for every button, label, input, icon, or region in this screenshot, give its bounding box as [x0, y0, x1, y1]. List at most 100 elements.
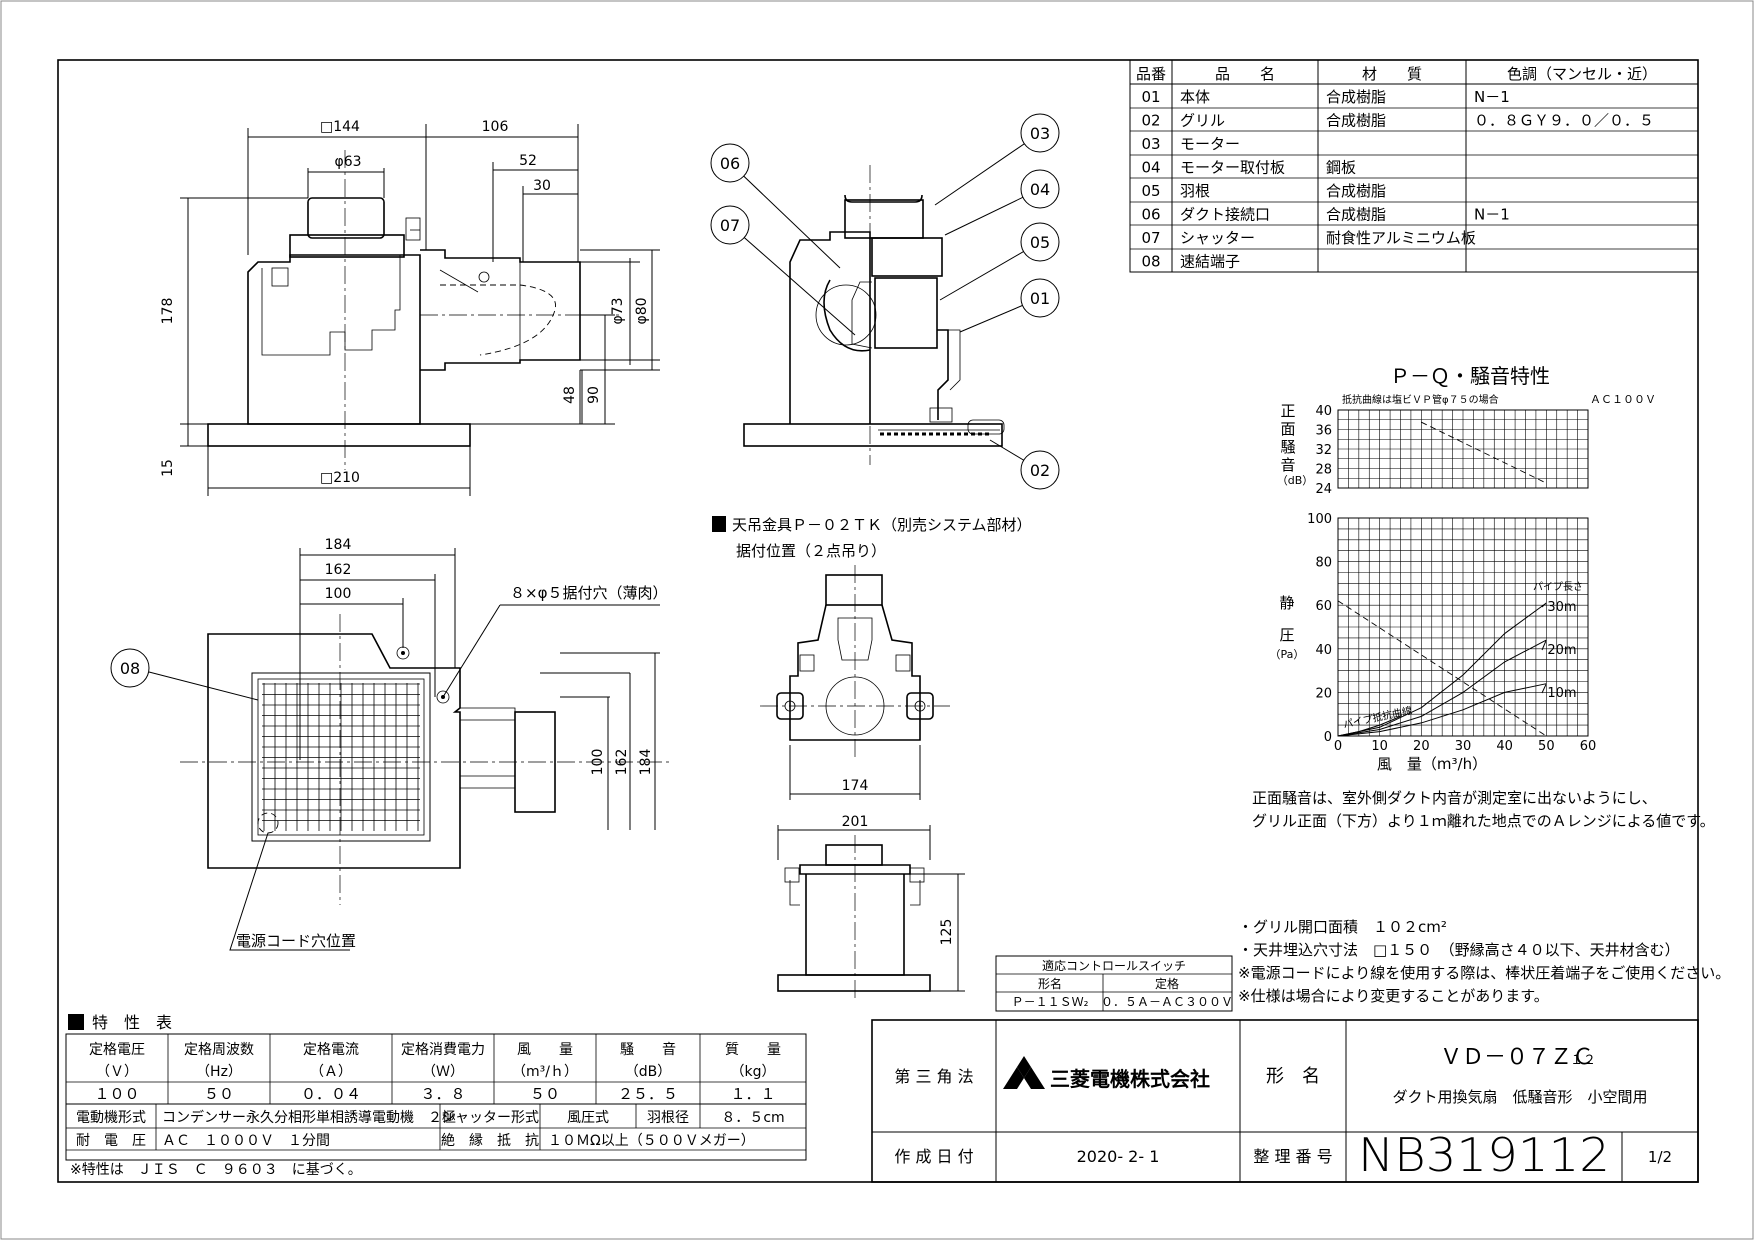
front-grille-plate	[207, 423, 471, 447]
tb-description: ダクト用換気扇 低騒音形 小空間用	[1392, 1088, 1647, 1106]
spec-unit-4: （m³/ｈ）	[512, 1064, 578, 1080]
spec-shutter-value: 風圧式	[567, 1110, 609, 1126]
dim-top-v184: 184	[638, 749, 654, 776]
dim-front-90: 90	[586, 386, 602, 404]
spec-unit-5: （dB）	[625, 1064, 672, 1080]
spec-withstand-label: 耐 電 圧	[76, 1133, 146, 1149]
remark-line-1: 正面騒音は、室外側ダクト内音が測定室に出ないようにし、	[1252, 789, 1657, 807]
tb-model-sub: １２	[1570, 1053, 1596, 1068]
callout-05: 05	[1030, 233, 1050, 252]
parts-cell-3-0: 04	[1141, 159, 1160, 177]
spec-header-2: 定格電流	[303, 1042, 359, 1058]
x-tick-10: 10	[1371, 739, 1388, 754]
parts-header-material: 材 質	[1362, 65, 1422, 83]
callout-circle-04	[1020, 169, 1060, 209]
callout-06: 06	[720, 154, 740, 173]
callout-02: 02	[1030, 461, 1050, 480]
spec-value-0: １００	[94, 1085, 139, 1103]
parts-cell-1-0: 02	[1141, 112, 1160, 130]
noise-ylabel-char-2: 騒	[1280, 438, 1295, 456]
pipe-curve-20m	[1337, 639, 1547, 737]
callout-leader-06	[729, 162, 841, 269]
chart-static-label-2: 圧	[1279, 626, 1294, 644]
spec-header-0: 定格電圧	[89, 1042, 145, 1058]
parts-cell-4-2: 合成樹脂	[1326, 182, 1386, 200]
noise-tick-28: 28	[1315, 463, 1332, 478]
tb-page: 1/2	[1648, 1148, 1672, 1166]
spec-title: 特 性 表	[92, 1013, 172, 1032]
dim-front-210: □210	[320, 470, 360, 486]
callout-circle-02	[1020, 450, 1060, 490]
x-tick-60: 60	[1580, 739, 1597, 754]
tb-company: 三菱電機株式会社	[1050, 1067, 1210, 1091]
dim-front-30: 30	[533, 178, 551, 194]
pressure-tick-20: 20	[1315, 686, 1332, 701]
top-view: 184 162 100 100 162 184 ８×φ５据付穴（薄肉） 08 電…	[110, 537, 670, 951]
switch-title: 適応コントロールスイッチ	[1042, 958, 1186, 973]
note-line-2: ・天井埋込穴寸法 □１５０ （野縁高さ４０以下、天井材含む）	[1238, 941, 1680, 959]
parts-cell-7-1: 速結端子	[1180, 253, 1240, 271]
x-tick-20: 20	[1413, 739, 1430, 754]
callout-leader-07	[729, 224, 856, 336]
parts-cell-3-2: 鋼板	[1326, 159, 1356, 177]
spec-footnote: ※特性は ＪＩＳ Ｃ ９６０３ に基づく。	[70, 1161, 362, 1178]
pipe-label-20m: 20m	[1547, 643, 1576, 658]
parts-cell-6-1: シャッター	[1180, 229, 1255, 247]
spec-header-4: 風 量	[517, 1042, 573, 1058]
callout-leader-03	[934, 132, 1041, 206]
spec-shutter-label: シャッター形式	[441, 1110, 539, 1126]
x-tick-30: 30	[1455, 739, 1472, 754]
callout-circle-03	[1020, 113, 1060, 153]
chart-noise-unit: （dB）	[1277, 474, 1314, 487]
spec-unit-3: （Ｗ）	[422, 1064, 464, 1080]
spec-value-1: ５０	[204, 1085, 234, 1103]
dim-hanger-201: 201	[842, 814, 869, 830]
parts-cell-0-0: 01	[1141, 88, 1160, 106]
parts-cell-5-0: 06	[1141, 206, 1160, 224]
front-motor-cap	[307, 197, 385, 239]
parts-cell-5-2: 合成樹脂	[1326, 206, 1386, 224]
callout-circle-07	[710, 205, 750, 245]
note-line-1: ・グリル開口面積 １０２cm²	[1238, 918, 1447, 936]
parts-cell-1-2: 合成樹脂	[1326, 112, 1386, 130]
tb-date-label: 作 成 日 付	[894, 1147, 973, 1166]
callout-circle-01	[1020, 278, 1060, 318]
hanger-subtitle: 据付位置（２点吊り）	[736, 542, 886, 560]
pipe-curve-30m	[1337, 602, 1547, 737]
spec-value-4: ５０	[530, 1085, 560, 1103]
callout-circle-06	[710, 143, 750, 183]
dim-hanger-174: 174	[842, 778, 869, 794]
parts-cell-0-1: 本体	[1180, 88, 1210, 106]
tb-number-label: 整 理 番 号	[1253, 1147, 1332, 1166]
front-duct-connector	[420, 249, 581, 371]
switch-header-rating: 定格	[1155, 976, 1179, 991]
front-body	[247, 254, 421, 425]
spec-header-1: 定格周波数	[184, 1042, 254, 1058]
spec-value-2: ０．０４	[301, 1085, 361, 1103]
callout-circle-05	[1020, 222, 1060, 262]
dim-front-15: 15	[160, 459, 176, 477]
note-line-3: ※電源コードにより線を使用する際は、棒状圧着端子をご使用ください。	[1238, 964, 1730, 982]
callout-07: 07	[720, 216, 740, 235]
parts-cell-1-1: グリル	[1180, 112, 1225, 130]
spec-value-3: ３．８	[420, 1085, 465, 1103]
dim-front-178: 178	[160, 298, 176, 325]
resistance-curve	[1337, 715, 1401, 737]
pq-chart: Ｐ－Ｑ・騒音特性 抵抗曲線は塩ビＶＰ管φ７５の場合 ＡＣ１００Ｖ 正面騒音 （d…	[1270, 364, 1656, 773]
company-logo	[1003, 1056, 1045, 1089]
spec-blade-value: ８．５cm	[721, 1110, 784, 1126]
callout-03: 03	[1030, 124, 1050, 143]
dim-top-v162: 162	[614, 749, 630, 776]
front-view: □144 106 52 30 φ63 178 15 φ73 φ80 48	[160, 119, 660, 496]
parts-cell-5-3: N－1	[1474, 206, 1510, 224]
tb-number: NB319112	[1358, 1128, 1610, 1182]
spec-insulation-value: １０ＭΩ以上（５００Ｖメガー）	[548, 1133, 755, 1149]
spec-motor-value: コンデンサー永久分相形単相誘導電動機 ２極	[162, 1109, 456, 1126]
spec-unit-0: （Ｖ）	[96, 1064, 138, 1080]
spec-insulation-label: 絶 縁 抵 抗	[441, 1133, 539, 1149]
dim-top-162: 162	[325, 562, 352, 578]
spec-unit-2: （Ａ）	[310, 1064, 352, 1080]
parts-header-color: 色調（マンセル・近）	[1507, 65, 1657, 83]
hanger-title: 天吊金具Ｐ－０２ＴＫ（別売システム部材）	[732, 516, 1032, 534]
